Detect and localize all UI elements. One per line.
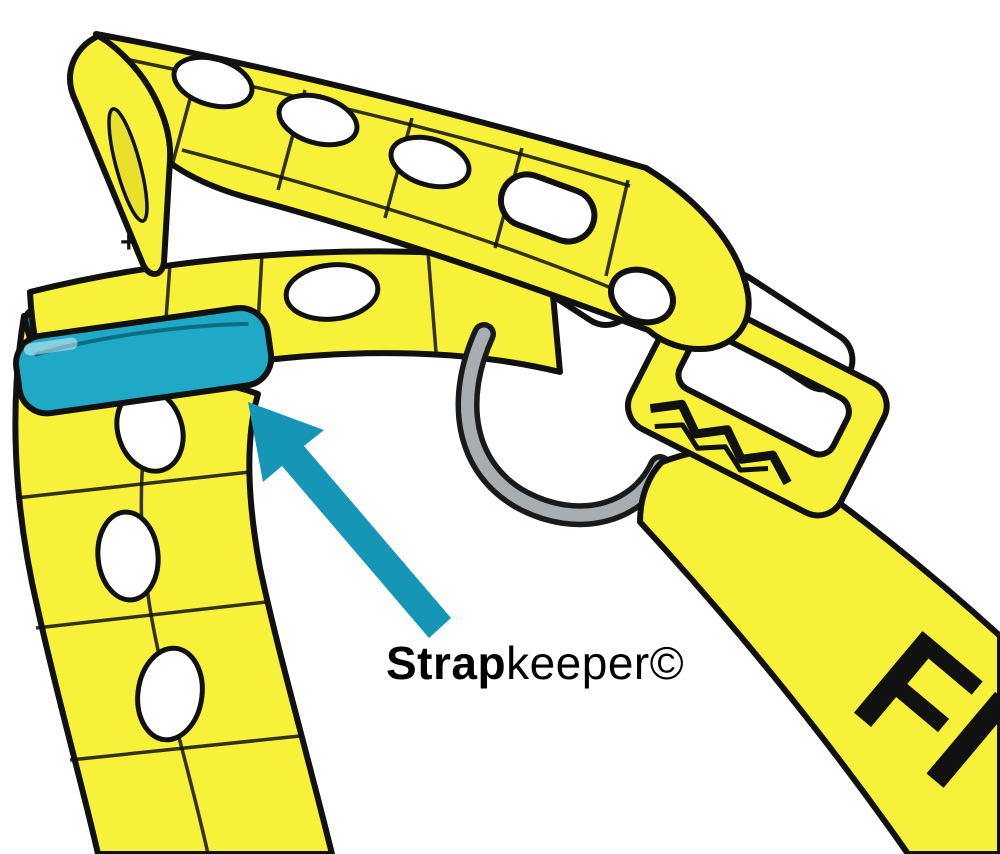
strapkeeper-label: Strapkeeper© <box>386 636 684 690</box>
tip-slot <box>107 107 149 223</box>
strapkeeper-clip <box>13 305 275 417</box>
strap-hole <box>171 54 255 110</box>
strap-fork-tip: + <box>67 33 174 277</box>
buckle-wire-icon <box>455 322 672 528</box>
strap-hole <box>608 266 676 326</box>
buckle-logo-zigzag <box>649 399 792 486</box>
strap-hole <box>276 92 360 148</box>
copyright-symbol: © <box>649 637 685 689</box>
buckle-logo-zigzag <box>654 422 769 473</box>
strap-hole <box>283 262 381 322</box>
strap-slot-with-loop <box>497 171 598 245</box>
keeper-highlight <box>23 337 78 356</box>
pointer-arrow <box>248 402 451 638</box>
upper-strap-band <box>93 31 752 352</box>
tip-plus-mark: + <box>120 226 138 259</box>
label-bold-part: Strap <box>386 637 507 689</box>
strap-hole <box>388 134 472 190</box>
keeper-lip-line <box>34 321 249 357</box>
strap-hole <box>95 509 161 603</box>
label-regular-part: keeper <box>506 637 650 689</box>
strap-hole <box>135 645 205 743</box>
